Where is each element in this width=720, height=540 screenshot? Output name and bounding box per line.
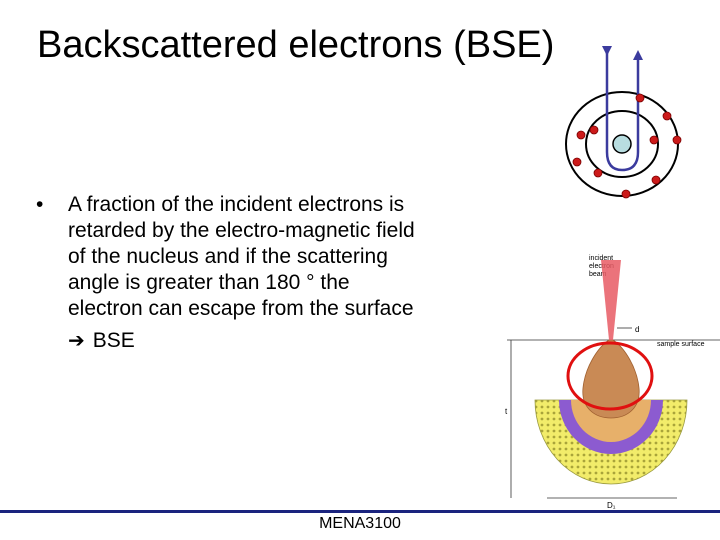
footer-divider xyxy=(0,510,720,513)
bullet-line-3: of the nucleus and if the scattering xyxy=(68,245,388,268)
incident-label-3: beam xyxy=(589,271,607,278)
electron xyxy=(593,168,603,178)
bullet-line-4: angle is greater than 180 ° the xyxy=(68,271,350,294)
electron xyxy=(589,125,599,135)
depth-label: t xyxy=(505,407,508,416)
backscatter-path xyxy=(605,52,640,172)
highlight-circle xyxy=(566,341,654,411)
bullet-line-5: electron can escape from the surface xyxy=(68,297,414,320)
electron xyxy=(662,111,672,121)
result-line: ➔ BSE xyxy=(36,328,476,354)
electron xyxy=(635,93,645,103)
electron xyxy=(649,135,659,145)
bullet-text: • A fraction of the incident electrons i… xyxy=(36,192,476,354)
interaction-volume-figure: incident electron beam sample surface t … xyxy=(505,255,720,510)
beam-width-label: d xyxy=(635,325,639,334)
right-arrow-icon: ➔ xyxy=(68,330,85,352)
inner-orbit xyxy=(585,110,659,178)
pear-volume xyxy=(582,339,640,419)
bullet-line-1: A fraction of the incident electrons is xyxy=(68,193,405,216)
width-label: D₁ xyxy=(607,501,616,510)
electron xyxy=(651,175,661,185)
beam-arrow-down xyxy=(602,46,612,56)
electron xyxy=(672,135,682,145)
slide-title: Backscattered electrons (BSE) xyxy=(37,24,555,66)
bullet-item: • A fraction of the incident electrons i… xyxy=(36,192,476,322)
incident-beam xyxy=(601,260,621,340)
sample-surface-label: sample surface xyxy=(657,341,705,348)
nucleus xyxy=(612,134,632,154)
bullet-line-2: retarded by the electro-magnetic field xyxy=(68,219,415,242)
beam-arrow-up xyxy=(633,50,643,60)
atom-diagram xyxy=(565,46,682,199)
bullet-marker: • xyxy=(36,193,44,216)
electron xyxy=(572,157,582,167)
footer-label: MENA3100 xyxy=(319,515,401,532)
result-text: BSE xyxy=(92,329,135,352)
incident-label-2: electron xyxy=(589,263,614,270)
electron xyxy=(621,189,631,199)
incident-label-1: incident xyxy=(589,255,613,262)
electron xyxy=(576,130,586,140)
